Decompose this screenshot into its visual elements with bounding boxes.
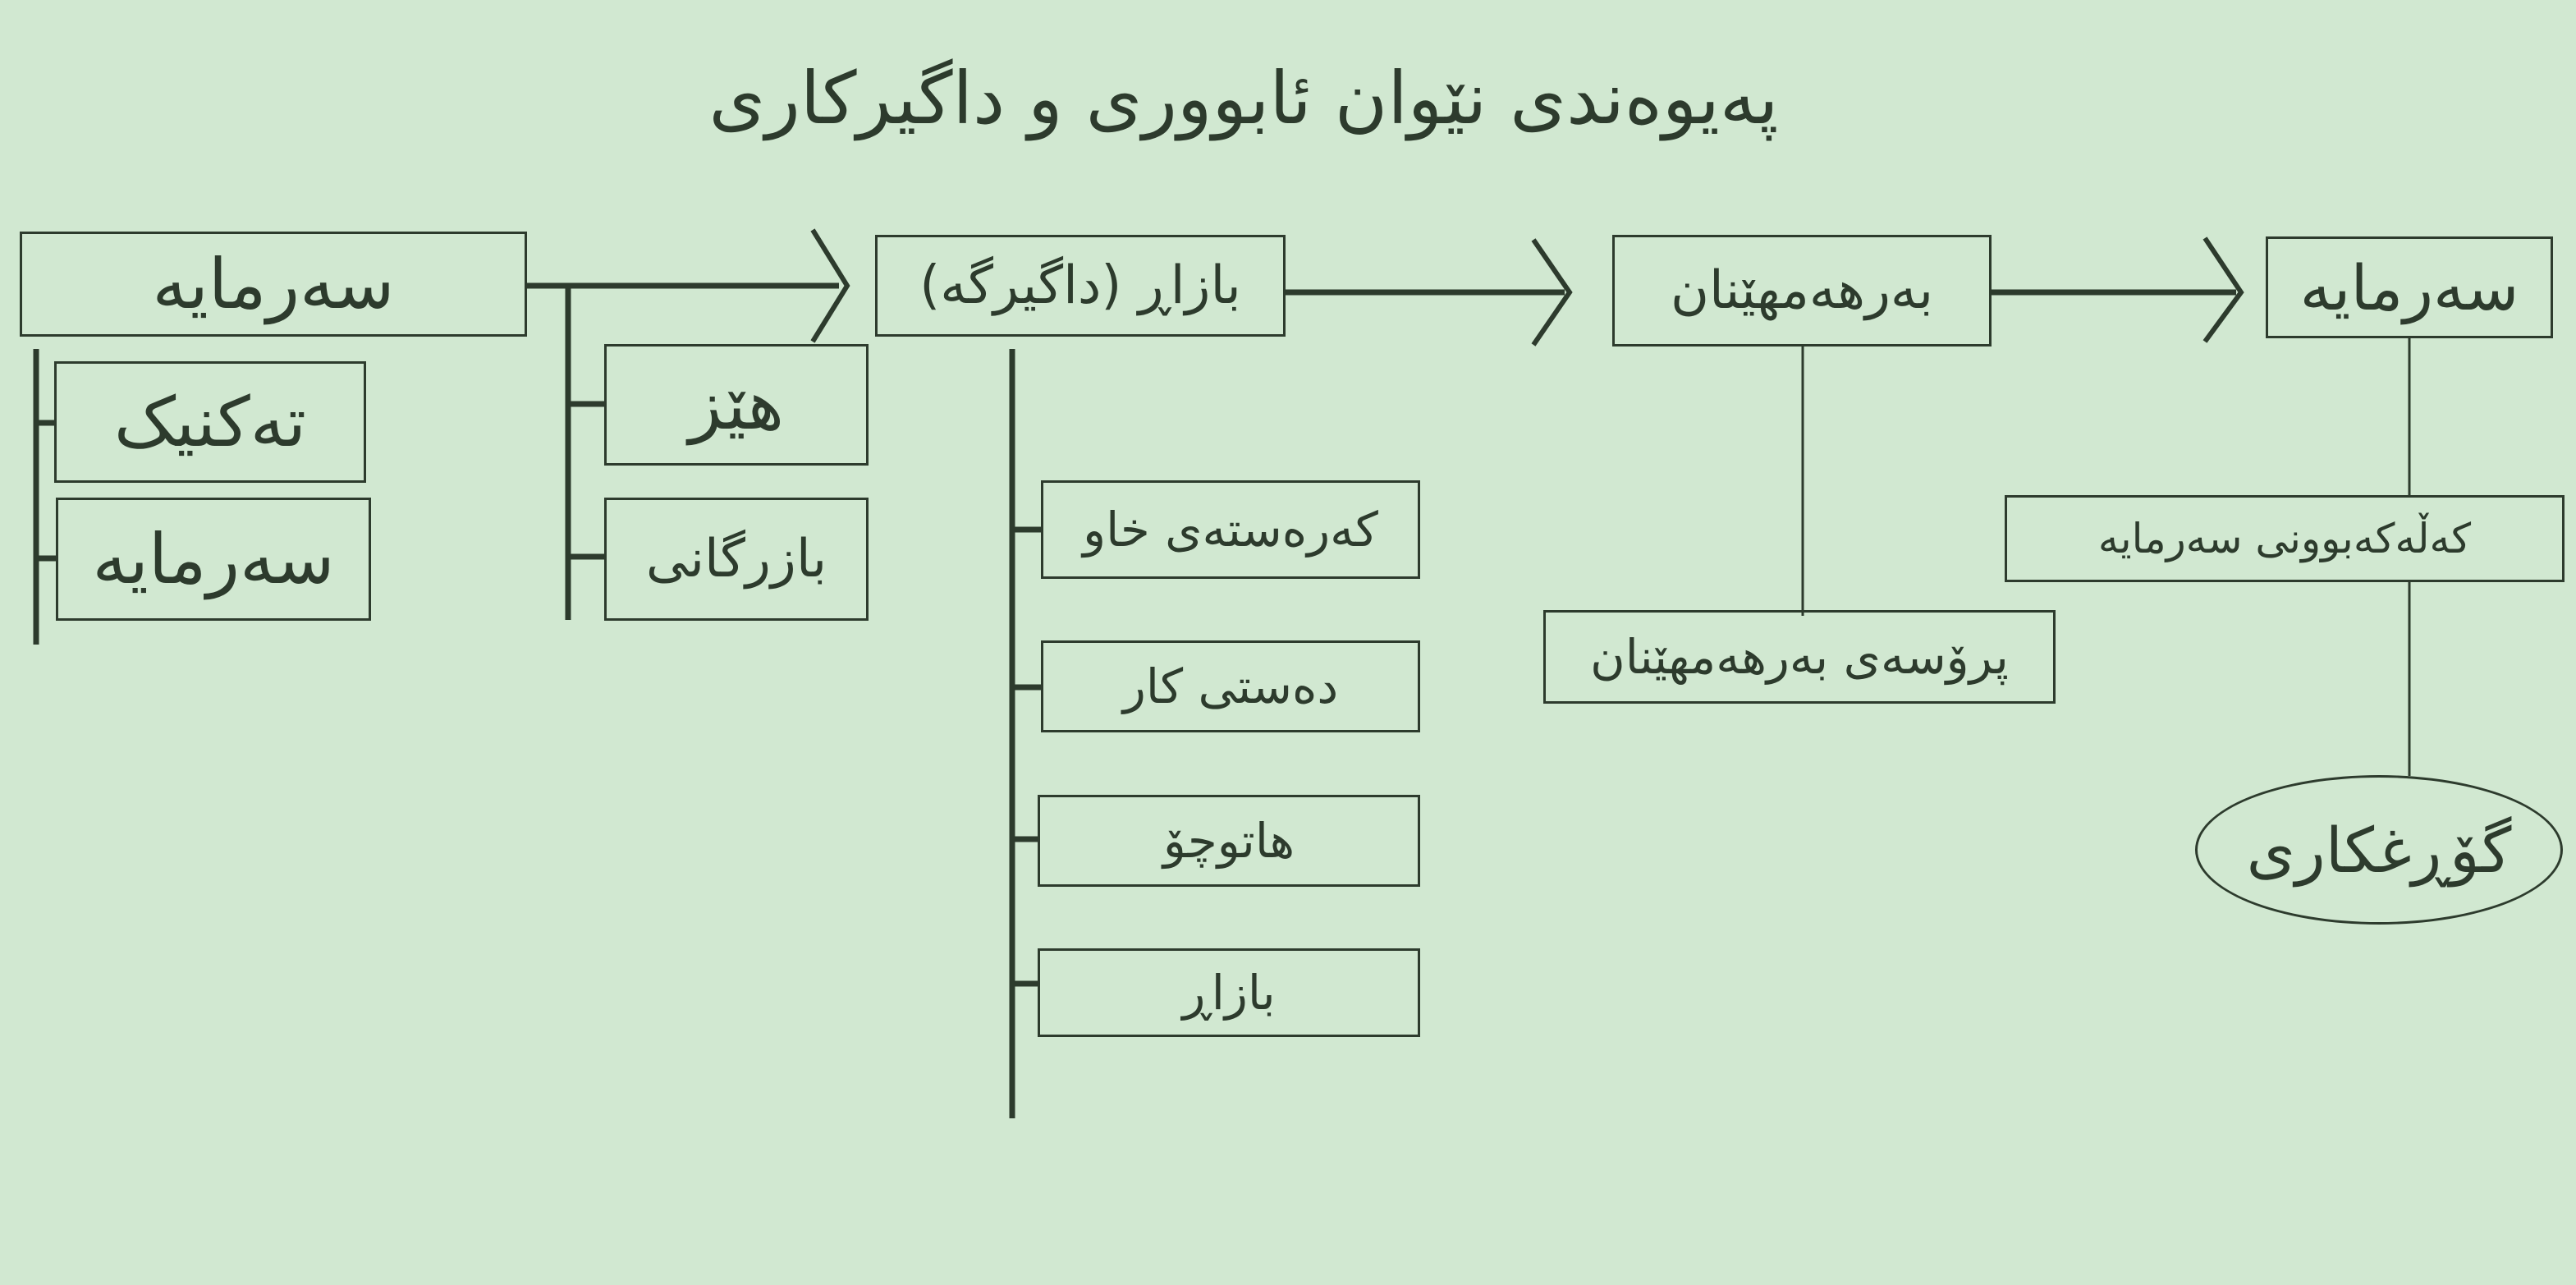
node-capital-sub: سەرمایە xyxy=(56,498,371,621)
arrowhead-2 xyxy=(1531,238,1573,346)
node-capital-left: سەرمایە xyxy=(20,232,527,337)
node-technique: تەکنیک xyxy=(54,361,366,483)
node-raw-materials: کەرەستەی خاو xyxy=(1041,480,1420,579)
node-production: بەرهەمهێنان xyxy=(1612,235,1992,346)
arrowhead-1 xyxy=(810,228,850,343)
node-transport: هاتوچۆ xyxy=(1038,795,1420,887)
arrowhead-3 xyxy=(2202,236,2244,343)
node-capital-right: سەرمایە xyxy=(2266,236,2553,338)
diagram-title: پەیوەندی نێوان ئابووری و داگیرکاری xyxy=(708,56,1779,140)
node-market: بازاڕ xyxy=(1038,948,1420,1037)
node-power: هێز xyxy=(604,344,869,466)
node-change: گۆڕغکاری xyxy=(2195,775,2563,925)
node-capital-accumulation: کەڵەکەبوونی سەرمایە xyxy=(2005,495,2565,582)
node-labor: دەستی کار xyxy=(1041,640,1420,732)
node-production-process: پرۆسەی بەرهەمهێنان xyxy=(1543,610,2056,704)
node-commerce: بازرگانی xyxy=(604,498,869,621)
node-market-colony: بازاڕ (داگیرگە) xyxy=(875,235,1286,337)
